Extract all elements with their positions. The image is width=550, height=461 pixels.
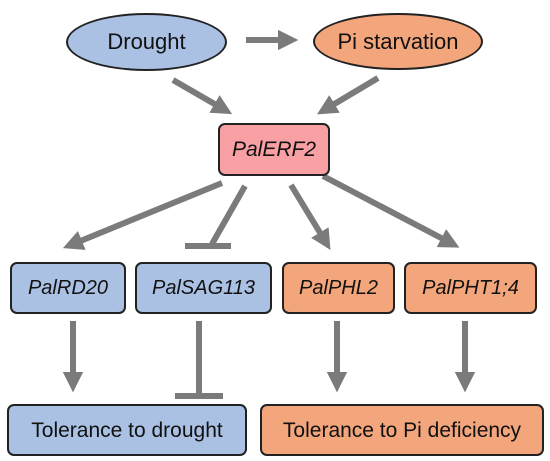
node-tolerance-drought-label: Tolerance to drought bbox=[31, 418, 223, 442]
edge-drought-to-regulator bbox=[171, 77, 233, 115]
node-tolerance-drought: Tolerance to drought bbox=[7, 404, 247, 456]
node-sag113: PalSAG113 bbox=[135, 262, 272, 314]
edge-regulator-to-phl2 bbox=[288, 183, 331, 250]
node-drought-label: Drought bbox=[107, 29, 186, 54]
node-regulator-label: PalERF2 bbox=[231, 138, 317, 161]
edge-regulator-represses-sag113 bbox=[209, 184, 248, 246]
node-rd20: PalRD20 bbox=[10, 262, 126, 314]
node-sag113-label: PalSAG113 bbox=[151, 277, 256, 299]
node-pht1-4-label: PalPHT1;4 bbox=[422, 277, 519, 299]
node-drought: Drought bbox=[66, 13, 227, 71]
node-pi-starvation: Pi starvation bbox=[313, 13, 483, 70]
edge-pi-starvation-to-regulator bbox=[316, 75, 380, 115]
node-rd20-label: PalRD20 bbox=[27, 277, 109, 299]
node-phl2-label: PalPHL2 bbox=[299, 277, 378, 299]
edge-regulator-to-rd20 bbox=[62, 180, 224, 250]
node-phl2: PalPHL2 bbox=[282, 262, 395, 314]
node-pi-starvation-label: Pi starvation bbox=[337, 28, 459, 54]
node-tolerance-pi-label: Tolerance to Pi deficiency bbox=[282, 418, 522, 442]
node-tolerance-pi: Tolerance to Pi deficiency bbox=[260, 404, 544, 456]
edge-regulator-to-pht1-4 bbox=[321, 173, 460, 248]
node-pht1-4: PalPHT1;4 bbox=[404, 262, 537, 314]
node-regulator: PalERF2 bbox=[218, 123, 330, 176]
